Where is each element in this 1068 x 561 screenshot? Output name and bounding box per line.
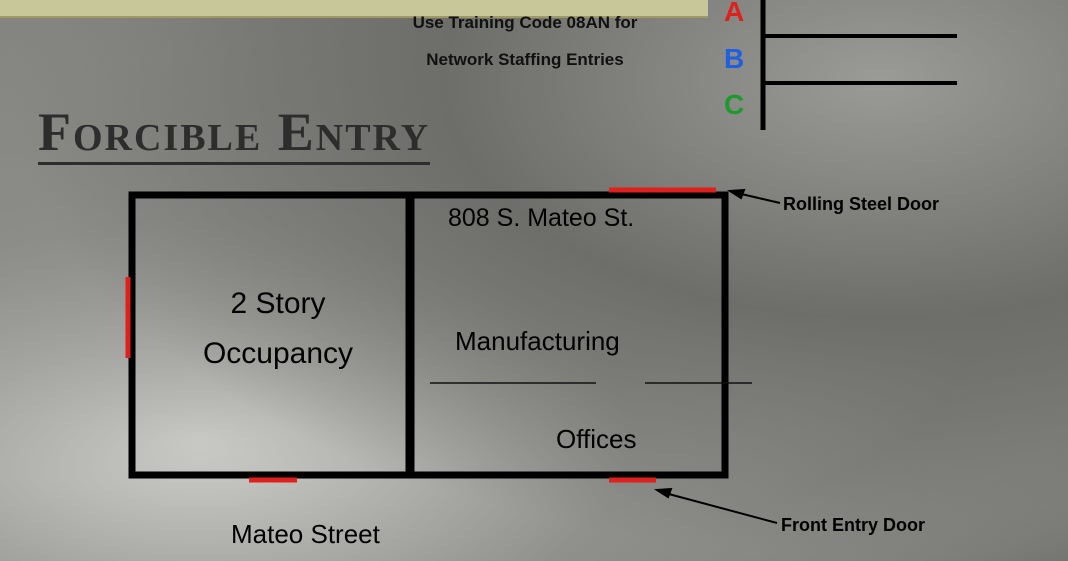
rolling-door-arrowhead [726,188,746,200]
left-room-line2: Occupancy [202,337,354,370]
building-outline [128,191,729,479]
manufacturing-label: Manufacturing [455,326,620,356]
front-door-arrow-line [664,492,778,524]
building-walls [128,191,729,479]
left-room-line1: 2 Story [230,287,326,320]
page-title: Forcible Entry [38,104,431,165]
address-label: 808 S. Mateo St. [448,204,635,232]
network-staffing-notice: Network Staffing Entries [426,50,624,69]
offices-label: Offices [556,424,637,454]
training-code-notice: Use Training Code 08AN for [412,13,638,32]
side-label-a: A [724,0,745,27]
door-markers [125,187,716,483]
rolling-door-arrow-line [736,192,781,204]
front-entry-door-label: Front Entry Door [781,515,925,535]
callout-arrows [653,188,781,524]
rolling-steel-door-label: Rolling Steel Door [783,194,940,214]
side-label-b: B [724,43,745,74]
side-key-grid [760,0,957,130]
header-banner [0,0,708,18]
side-label-c: C [724,89,745,120]
front-door-arrowhead [653,487,673,499]
street-label: Mateo Street [231,519,380,549]
